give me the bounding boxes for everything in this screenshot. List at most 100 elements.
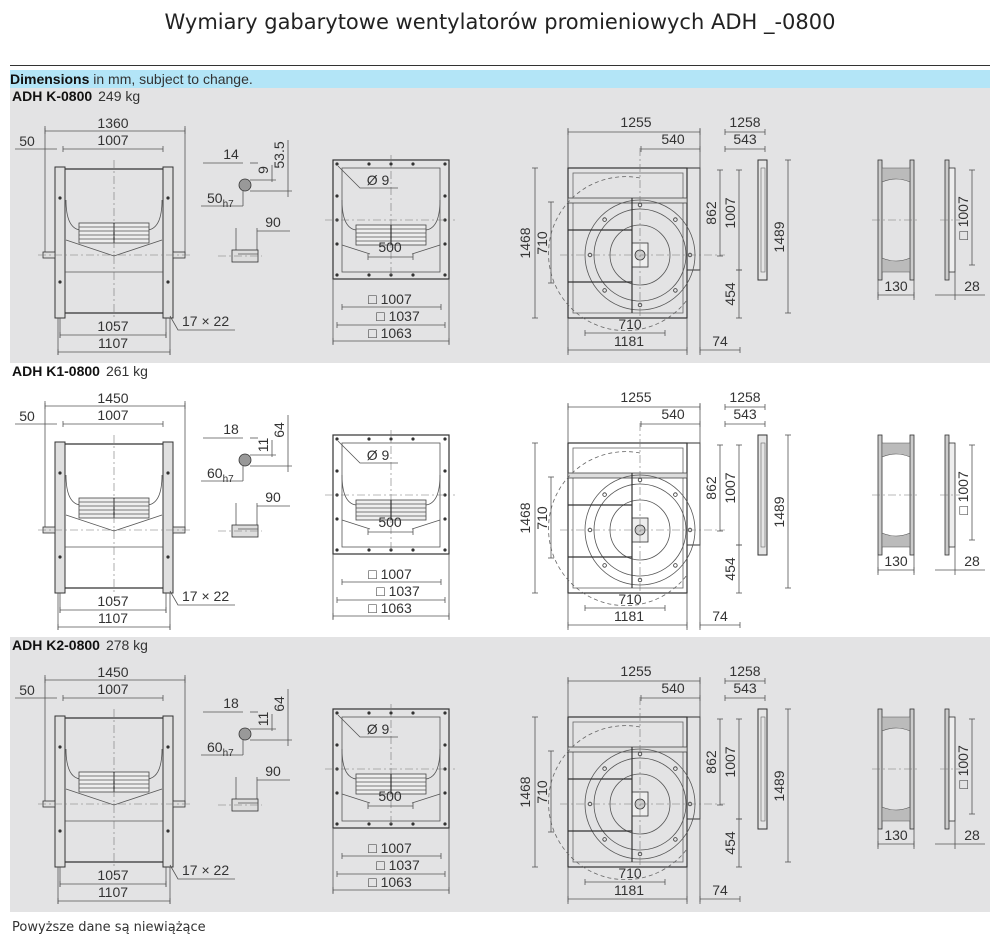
dim-label-sq: □ 1007 <box>955 745 971 789</box>
dimension-line <box>724 146 766 152</box>
model-name: ADH K1-0800 261 kg <box>12 363 148 379</box>
dim-label-h5: 1489 <box>771 221 787 252</box>
dim-label-slot: 17 × 22 <box>182 313 229 329</box>
dim-label-h3: 862 <box>703 750 719 774</box>
dimension-line <box>532 167 538 319</box>
dimension-line <box>969 444 975 541</box>
dim-label-shaft_h: 53.5 <box>271 141 287 168</box>
dimension-line <box>341 853 442 859</box>
dim-label-h2: 710 <box>534 231 550 255</box>
dim-label-w3: 1258 <box>729 663 760 679</box>
dimension-line <box>877 567 915 573</box>
dim-label-shaft_h: 64 <box>271 422 287 438</box>
dimension-line <box>59 607 167 613</box>
dim-label-hole: Ø 9 <box>367 447 390 463</box>
dim-label-overall: 1450 <box>97 390 128 406</box>
dim-label-h2: 710 <box>534 506 550 530</box>
dimension-line <box>785 159 791 314</box>
dim-label-sq: □ 1007 <box>955 471 971 515</box>
dimension-line <box>724 695 766 701</box>
dimension-line <box>57 898 171 904</box>
dim-label-b1: 710 <box>618 316 642 332</box>
dim-label-base1: 1057 <box>97 318 128 334</box>
dimension-line <box>699 347 741 353</box>
dim-label-h1: 1468 <box>517 227 533 258</box>
dim-label-w1: 1255 <box>620 114 651 130</box>
dim-label-key_len: 90 <box>265 214 281 230</box>
dim-label-d130: 130 <box>884 278 908 294</box>
dim-label-inner: 1007 <box>97 407 128 423</box>
dim-label-hub: 18 <box>223 421 239 437</box>
dim-label-f1: □ 1007 <box>368 566 412 582</box>
shaft-tolerance: h7 <box>223 199 235 210</box>
dimension-line <box>336 322 446 328</box>
dim-label-h6: 454 <box>722 557 738 581</box>
dimension-line <box>736 818 742 868</box>
dim-label-h6: 454 <box>722 282 738 306</box>
dim-label-shaft_h: 64 <box>271 696 287 712</box>
dim-label-d28: 28 <box>964 827 980 843</box>
dimension-line <box>567 347 688 353</box>
dim-label-base2: 1107 <box>98 335 128 351</box>
model-label: ADH K1-0800 <box>12 363 100 379</box>
dim-label-f3: □ 1063 <box>368 325 412 341</box>
dimension-line <box>736 269 742 319</box>
dim-label-offset: 50 <box>19 133 35 149</box>
shaft-diameter: 50h7 <box>207 190 234 210</box>
dimension-line <box>584 605 666 611</box>
dimension-line <box>724 129 766 135</box>
dim-label-offset: 50 <box>19 408 35 424</box>
dim-label-w2: 540 <box>661 680 685 696</box>
model-weight: 261 kg <box>106 363 148 379</box>
dim-label-b2: 1181 <box>614 608 644 624</box>
dim-label-key_len: 90 <box>265 489 281 505</box>
dim-label-key_len: 90 <box>265 763 281 779</box>
dim-label-h3: 862 <box>703 476 719 500</box>
dim-label-w1: 1255 <box>620 663 651 679</box>
dimension-line <box>640 146 701 152</box>
shaft-tolerance: h7 <box>223 748 235 759</box>
dim-label-base2: 1107 <box>98 610 128 626</box>
dim-label-w2: 540 <box>661 131 685 147</box>
dim-label-b3: 74 <box>712 882 728 898</box>
dimension-line <box>332 613 450 619</box>
dim-label-key_depth: 11 <box>255 712 271 727</box>
dim-label-slot: 17 × 22 <box>182 588 229 604</box>
dim-label-slot: 17 × 22 <box>182 862 229 878</box>
page-title: Wymiary gabarytowe wentylatorów promieni… <box>164 10 836 34</box>
dimensions-banner: Dimensions in mm, subject to change. <box>10 70 990 88</box>
banner-text: in mm, subject to change. <box>89 71 253 87</box>
dimension-line <box>62 695 164 701</box>
dimension-line <box>341 579 442 585</box>
dim-label-f2: □ 1037 <box>376 583 420 599</box>
dim-label-hole: Ø 9 <box>367 721 390 737</box>
dim-label-b1: 710 <box>618 591 642 607</box>
dimension-line <box>567 404 701 410</box>
dim-label-h5: 1489 <box>771 770 787 801</box>
dim-label-b3: 74 <box>712 608 728 624</box>
dimension-line <box>567 896 688 902</box>
dimension-line <box>367 254 414 260</box>
dimension-line <box>44 677 186 683</box>
title-divider <box>10 65 990 66</box>
dim-label-f3: □ 1063 <box>368 600 412 616</box>
shaft-diameter-value: 60 <box>207 465 223 481</box>
dimension-line <box>62 146 164 152</box>
dim-label-h4: 1007 <box>722 746 738 777</box>
dimension-line <box>332 887 450 893</box>
dim-label-blade: 500 <box>378 514 402 530</box>
dimension-line <box>367 803 414 809</box>
